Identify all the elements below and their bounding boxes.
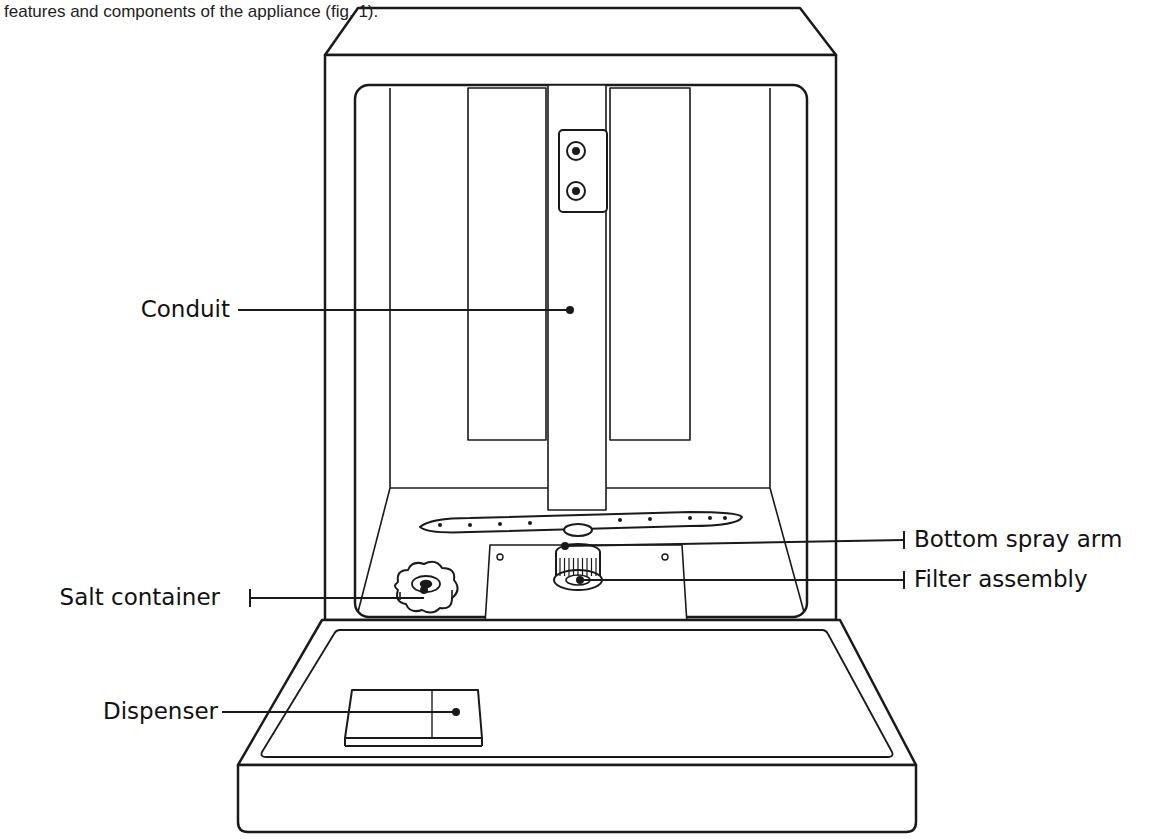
leader-line <box>222 711 456 713</box>
part-label: Dispenser <box>103 698 218 726</box>
part-label: Salt container <box>60 584 220 612</box>
leader-line <box>565 540 904 546</box>
leader-line <box>238 309 568 311</box>
leader-line <box>580 579 904 581</box>
part-label: Bottom spray arm <box>914 526 1122 554</box>
leader-line <box>250 597 424 599</box>
figure-intro: features and components of the appliance… <box>4 2 378 22</box>
part-label: Conduit <box>141 296 230 324</box>
part-label: Filter assembly <box>914 566 1088 594</box>
